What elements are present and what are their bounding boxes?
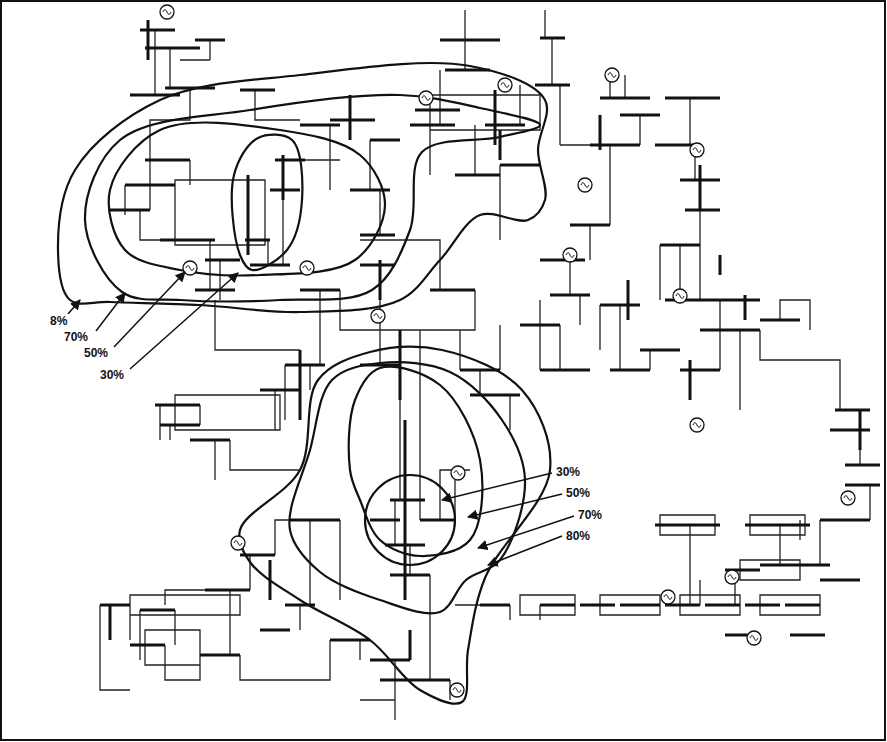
contour-lines [58,63,550,704]
contour-line [349,367,483,556]
generator-symbol [578,178,592,192]
generator-symbol [661,590,675,604]
leader-arrow [130,273,238,369]
generator-symbols [160,5,855,697]
bus-bars [100,20,880,680]
generator-symbol [725,570,739,584]
generator-symbol [160,5,174,19]
leader-arrow [68,300,80,314]
generator-symbol [690,143,704,157]
generator-symbol [498,78,512,92]
generator-symbol [841,491,855,505]
leader-arrow [468,494,562,517]
leader-arrow [96,293,125,331]
contour-percent-label: 80% [564,529,592,543]
generator-symbol [563,248,577,262]
contour-percent-label: 8% [48,314,69,328]
thin-lines [100,10,870,720]
contour-line [109,123,385,276]
contour-percent-label: 50% [564,486,592,500]
leader-arrow [114,272,185,347]
leader-arrow [478,516,574,548]
contour-percent-label: 50% [82,346,110,360]
generator-symbol [747,631,761,645]
contour-line [365,475,455,565]
contour-percent-label: 30% [98,368,126,382]
contour-line [239,347,550,704]
generator-symbol [371,309,385,323]
generator-symbol [451,466,465,480]
leader-arrow [488,536,562,565]
generator-symbol [605,68,619,82]
generator-symbol [419,91,433,105]
contour-percent-label: 70% [576,508,604,522]
contour-percent-label: 70% [62,330,90,344]
contour-percent-label: 30% [554,465,582,479]
generator-symbol [450,683,464,697]
contour-line [85,95,540,302]
contour-line [58,63,547,312]
generator-symbol [690,418,704,432]
generator-symbol [231,536,245,550]
generator-symbol [300,261,314,275]
leader-arrows [68,272,574,565]
leader-arrow [442,473,552,500]
generator-symbol [673,289,687,303]
contour-line [232,135,303,270]
